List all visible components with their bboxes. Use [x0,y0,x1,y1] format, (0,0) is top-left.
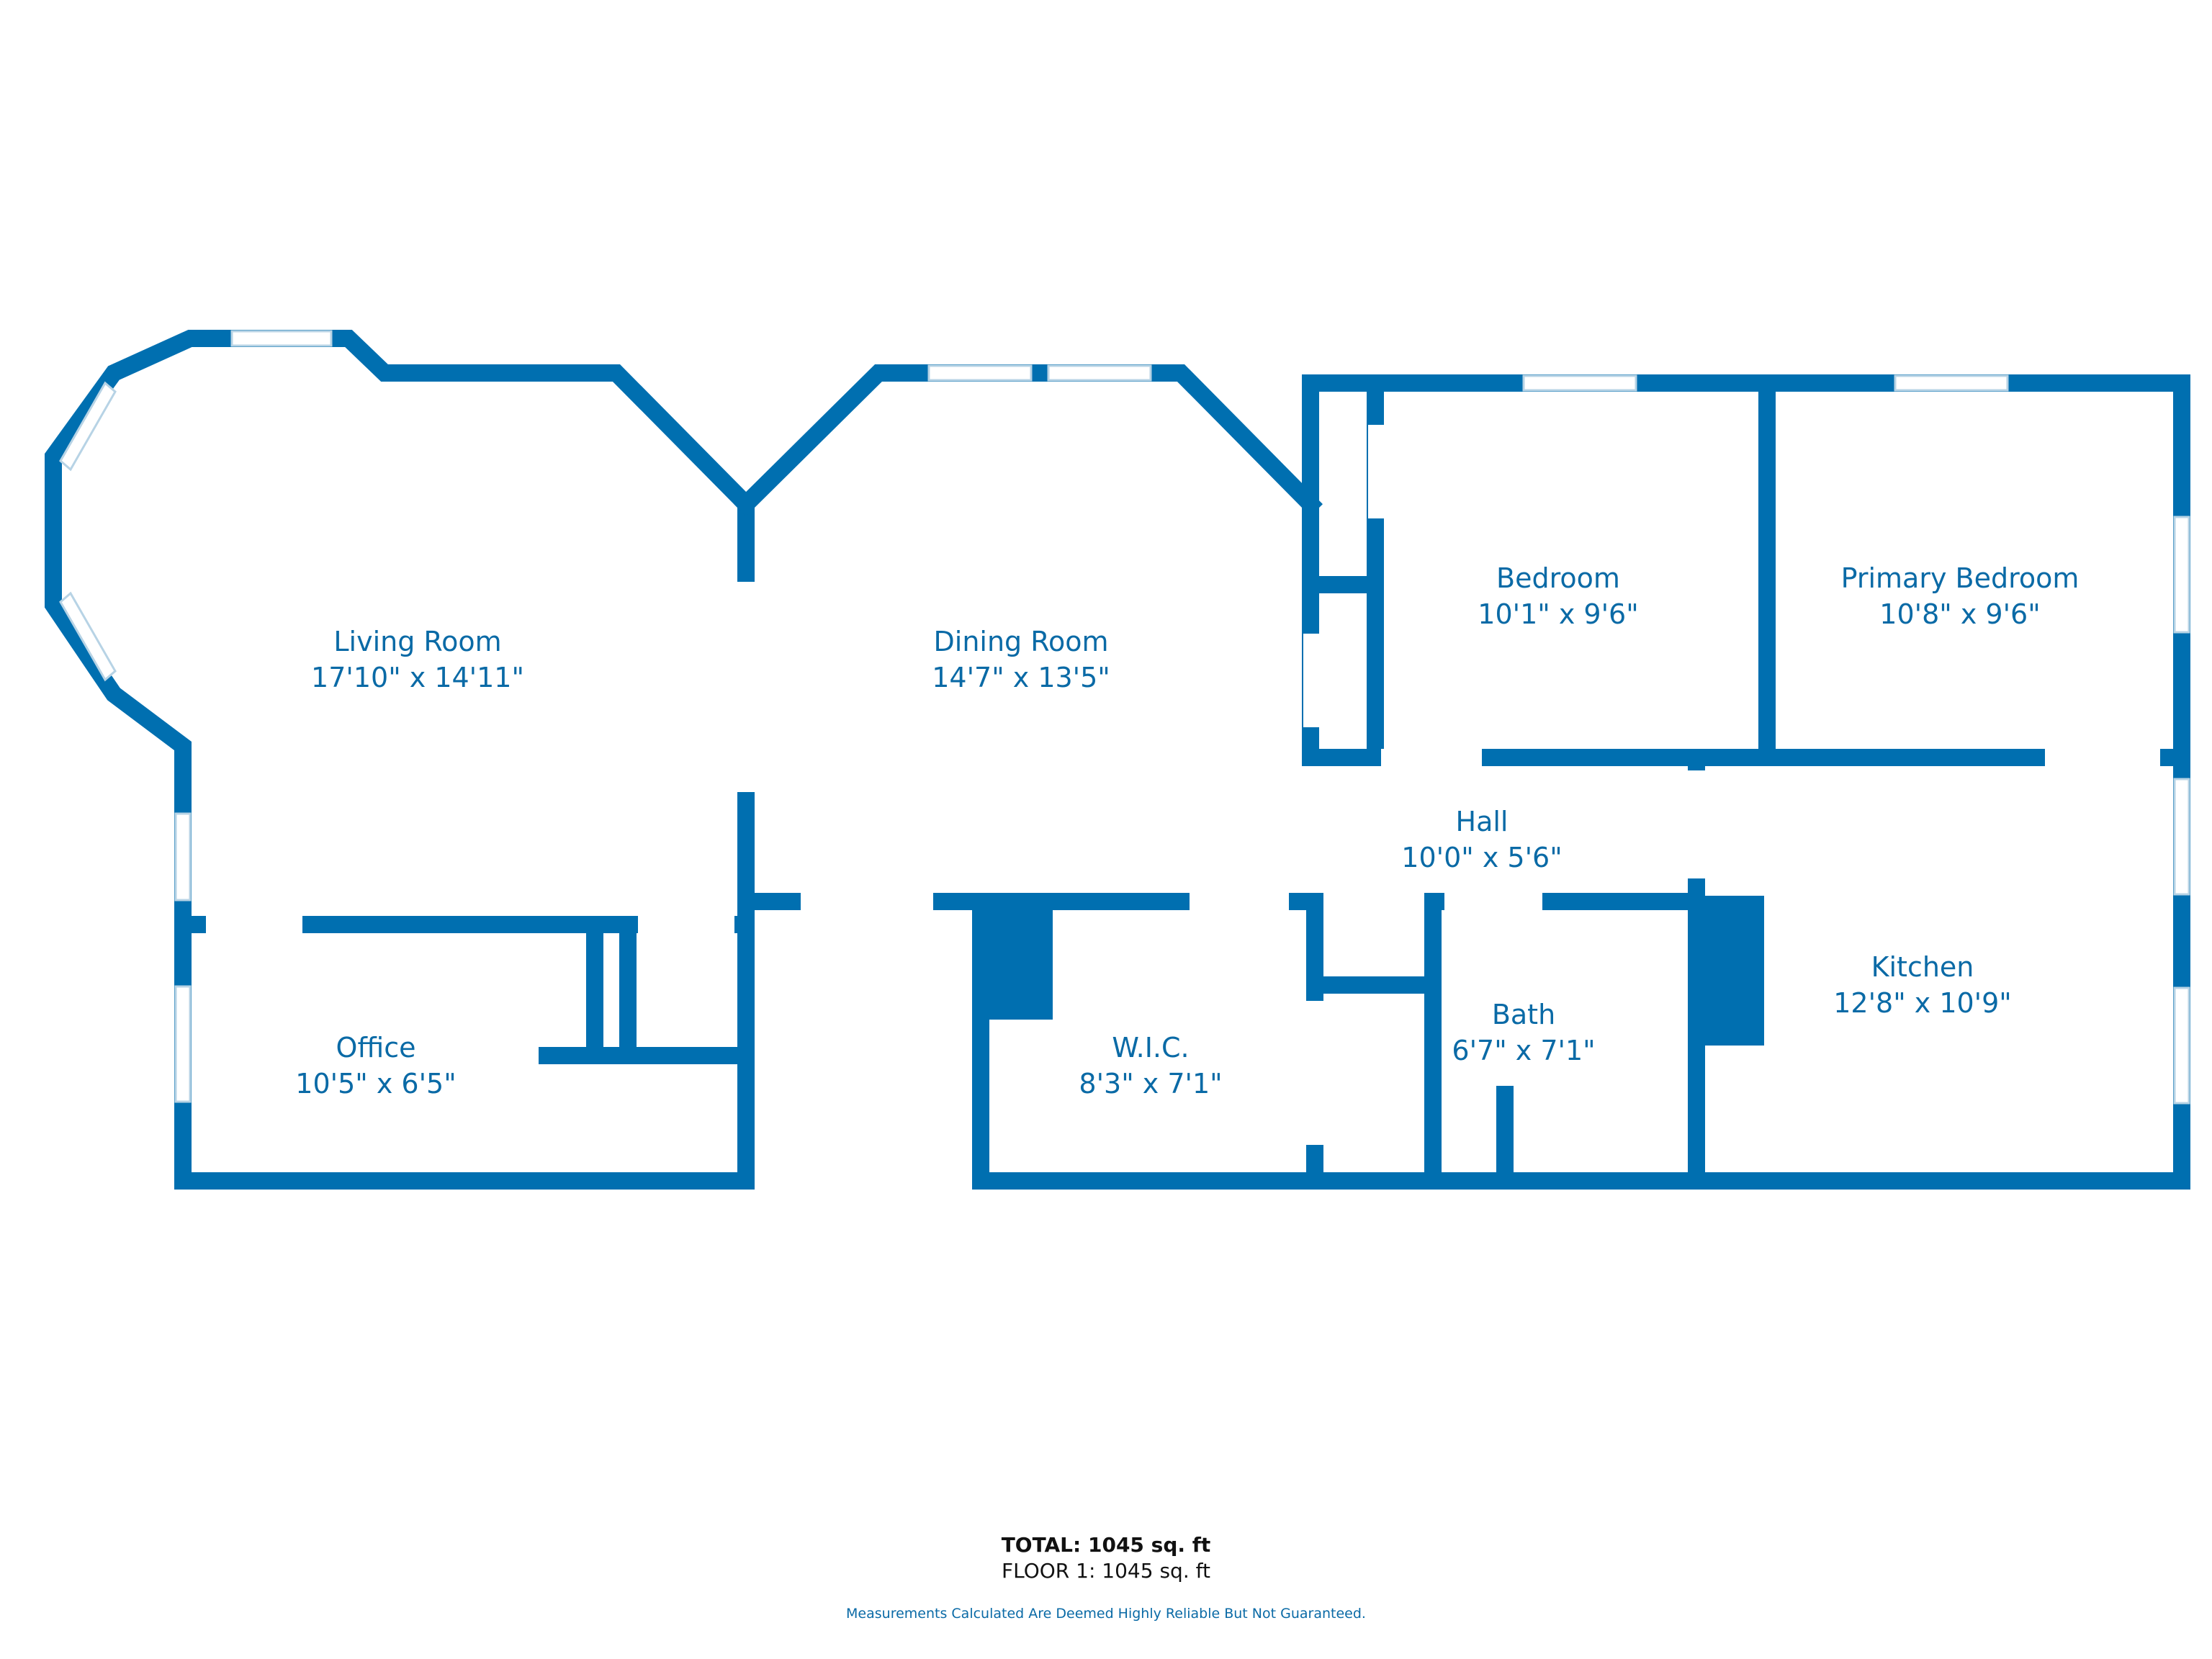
door-opening [539,1064,556,1172]
windows [59,330,2190,1105]
room-name: Office [336,1032,416,1064]
window [174,812,192,902]
room-name: W.I.C. [1112,1032,1190,1064]
bedroom-label: Bedroom 10'1" x 9'6" [1478,560,1638,632]
room-dimensions: 8'3" x 7'1" [1079,1068,1223,1100]
window [2173,516,2190,634]
door-opening [1368,425,1384,518]
hall-label: Hall 10'0" x 5'6" [1401,804,1562,876]
window [59,381,117,472]
door-opening [1303,634,1319,727]
room-name: Hall [1455,806,1509,837]
room-dimensions: 10'0" x 5'6" [1401,842,1563,873]
room-name: Bath [1491,999,1556,1030]
living-room-walls [45,330,755,910]
door-opening [1381,749,1482,766]
door-opening [1306,1001,1323,1145]
door-opening [638,916,734,933]
door-openings [206,425,2160,1172]
bath-label: Bath 6'7" x 7'1" [1452,997,1595,1069]
wic-chimney [972,902,1053,1020]
door-opening [1444,893,1542,910]
room-dimensions: 10'1" x 9'6" [1478,598,1639,630]
kitchen-chimney [1696,896,1764,1046]
window [174,985,192,1103]
office-label: Office 10'5" x 6'5" [295,1030,456,1102]
total-area: TOTAL: 1045 sq. ft [1001,1533,1211,1557]
room-dimensions: 17'10" x 14'11" [311,662,524,693]
floor-area: FLOOR 1: 1045 sq. ft [1002,1559,1210,1583]
window [1522,374,1637,392]
disclaimer: Measurements Calculated Are Deemed Highl… [846,1606,1366,1622]
window [2173,778,2190,896]
window [1894,374,2009,392]
room-name: Bedroom [1496,562,1620,594]
kitchen-label: Kitchen 12'8" x 10'9" [1833,949,2012,1021]
room-name: Dining Room [933,626,1109,657]
room-name: Primary Bedroom [1840,562,2080,594]
door-opening [206,916,302,933]
door-opening [1190,893,1289,910]
room-name: Kitchen [1871,951,1974,983]
room-dimensions: 10'8" x 9'6" [1879,598,2041,630]
window [230,330,333,347]
door-opening [801,893,933,910]
wic-label: W.I.C. 8'3" x 7'1" [1079,1030,1222,1102]
primary-bedroom-label: Primary Bedroom 10'8" x 9'6" [1841,560,2080,632]
room-dimensions: 12'8" x 10'9" [1833,987,2012,1019]
room-dimensions: 14'7" x 13'5" [932,662,1110,693]
footer: TOTAL: 1045 sq. ft FLOOR 1: 1045 sq. ft … [0,1532,2212,1622]
living-room-label: Living Room 17'10" x 14'11" [311,624,524,696]
door-opening [739,583,755,792]
office-walls [174,884,755,1190]
door-opening [2045,749,2160,766]
window [1047,364,1152,382]
room-dimensions: 6'7" x 7'1" [1452,1035,1596,1066]
door-opening [1688,770,1705,878]
window [59,591,117,682]
window [2173,986,2190,1105]
dining-room-walls [734,364,1323,516]
window [927,364,1033,382]
dining-room-label: Dining Room 14'7" x 13'5" [932,624,1110,696]
room-dimensions: 10'5" x 6'5" [295,1068,457,1100]
room-name: Living Room [333,626,502,657]
